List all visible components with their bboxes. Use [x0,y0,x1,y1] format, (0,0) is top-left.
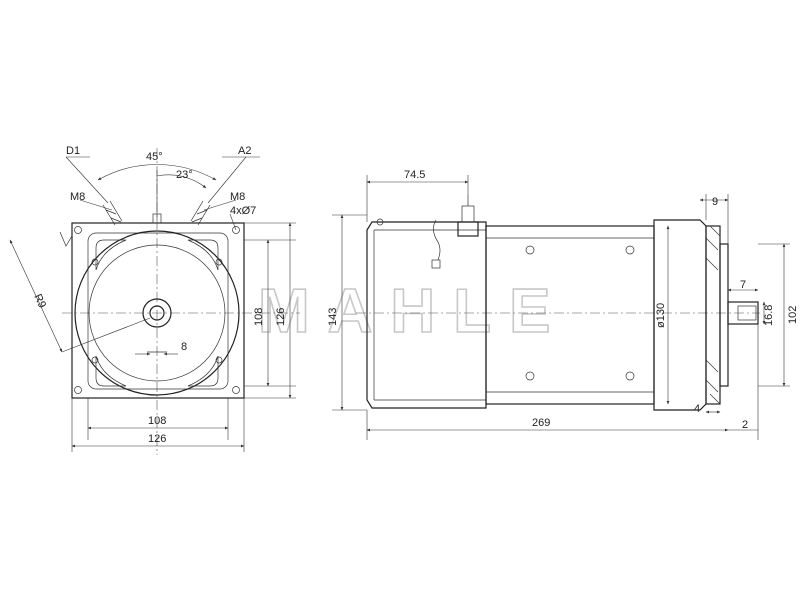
terminal-stud-icon [431,195,479,269]
angle-45-label: 45° [146,151,163,163]
terminal-a2-label: A2 [238,145,251,157]
total-height-label: 143 [327,308,339,326]
terminal-offset-label: 74.5 [404,169,425,181]
pilot-diameter-label: 102 [787,306,799,324]
total-length-label: 269 [532,417,550,429]
front-housing-circle [74,230,240,396]
screw-icons [376,218,635,381]
angle-23-label: 23° [176,169,193,181]
width-inner-label: 108 [148,415,166,427]
thread-right-label: M8 [230,191,245,203]
height-inner-label: 108 [253,308,265,326]
body-diameter-label: ø130 [655,303,667,328]
brand-watermark: MAHLE [258,277,568,346]
mount-holes-label: 4xØ7 [230,205,256,217]
radius-label: R9 [31,292,48,310]
key-width-label: 8 [181,341,187,353]
mount-hole-icons [74,226,240,394]
shaft-circle [149,305,165,321]
side-view: 74.5 143 ø130 9 7 16.8 102 4 269 2 [327,169,799,440]
shaft-diameter-label: 16.8 [763,305,775,326]
shaft-length-label: 7 [740,279,746,291]
flange-thickness-label: 9 [712,196,718,208]
shaft-end-label: 2 [742,419,748,431]
front-view: D1 A2 45° 23° M8 M8 4xØ7 R9 8 108 126 10… [9,145,300,455]
shaft [727,301,759,325]
terminal-d1-label: D1 [66,145,80,157]
flange-step-label: 4 [694,403,700,415]
shaft-boss [142,298,172,328]
thread-left-label: M8 [70,191,85,203]
end-cap [366,221,487,409]
height-outer-label: 126 [275,308,287,326]
width-outer-label: 126 [148,433,166,445]
